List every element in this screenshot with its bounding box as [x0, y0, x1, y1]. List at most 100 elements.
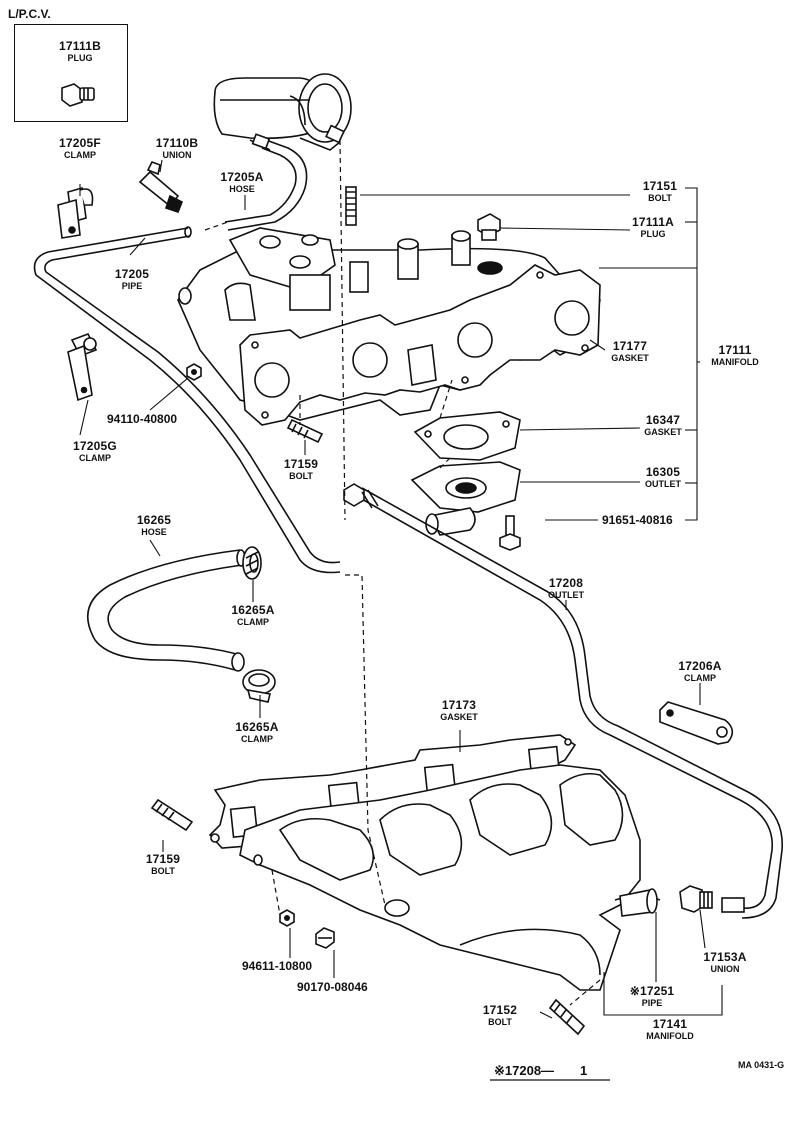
clamp-17205g-shape	[67, 332, 98, 402]
hose-16265-shape	[86, 549, 246, 672]
part-number: 17205	[114, 267, 150, 281]
part-number: 17141	[652, 1017, 688, 1031]
label-union-17110b: 17110B UNION	[142, 137, 212, 160]
part-name: PIPE	[641, 998, 663, 1008]
plug-17111b-shape	[61, 83, 95, 107]
leader-lines	[79, 159, 723, 1019]
label-bolt-17152: 17152 BOLT	[465, 1004, 535, 1027]
part-name: HOSE	[229, 184, 255, 194]
part-name: HOSE	[141, 527, 167, 537]
part-number: 17205G	[73, 439, 117, 453]
outlet-16305-shape	[410, 461, 521, 536]
nut-94110-shape	[186, 363, 202, 381]
label-union-17153a: 17153A UNION	[690, 951, 760, 974]
label-clamp-17205g: 17205G CLAMP	[55, 440, 135, 463]
label-bolt-17151: 17151 BOLT	[625, 180, 695, 203]
part-number: 16265A	[231, 603, 275, 617]
bolt-17152-shape	[548, 998, 586, 1036]
part-name: CLAMP	[237, 617, 269, 627]
part-name: PLUG	[67, 53, 93, 63]
part-number: 17206A	[678, 659, 722, 673]
clamp-16265a-upper-shape	[242, 546, 262, 580]
bolt-17151-shape	[345, 186, 357, 226]
label-bolt-17159-lower: 17159 BOLT	[128, 853, 198, 876]
part-name: BOLT	[648, 193, 672, 203]
label-nut-94611: 94611-10800	[242, 959, 313, 973]
pcv-valve-assembly	[213, 73, 352, 151]
part-name: MANIFOLD	[646, 1031, 694, 1041]
part-name: OUTLET	[645, 479, 681, 489]
part-number: 16305	[645, 465, 681, 479]
part-number: 17159	[283, 457, 319, 471]
label-pipe-17251: ※17251 PIPE	[612, 985, 692, 1008]
label-outlet-17208: 17208 OUTLET	[531, 577, 601, 600]
part-number: 17111A	[632, 215, 674, 229]
nut-90170-shape	[315, 927, 335, 949]
union-17110b-shape	[138, 160, 184, 213]
part-number: 17205F	[59, 136, 101, 150]
bolt-17159-lower-shape	[150, 798, 194, 832]
union-17153a-shape	[679, 885, 713, 913]
part-number: 17177	[612, 339, 648, 353]
part-number: 17208	[548, 576, 584, 590]
part-name: GASKET	[644, 427, 682, 437]
part-name: PLUG	[640, 229, 666, 239]
label-gasket-16347: 16347 GASKET	[628, 414, 698, 437]
part-number: 17152	[482, 1003, 518, 1017]
part-name: CLAMP	[79, 453, 111, 463]
label-clamp-17206a: 17206A CLAMP	[665, 660, 735, 683]
part-name: CLAMP	[684, 673, 716, 683]
bolt-17159-top-shape	[286, 418, 324, 444]
lpcv-inset-box	[14, 24, 128, 122]
label-outlet-16305: 16305 OUTLET	[628, 466, 698, 489]
part-name: BOLT	[151, 866, 175, 876]
drawing-code: MA 0431-G	[738, 1060, 785, 1070]
part-number: 16347	[645, 413, 681, 427]
nut-94611-shape	[279, 909, 295, 927]
part-name: MANIFOLD	[711, 357, 759, 367]
part-number: 16265A	[235, 720, 279, 734]
label-clamp-16265a-lower: 16265A CLAMP	[222, 721, 292, 744]
label-gasket-17177: 17177 GASKET	[595, 340, 665, 363]
part-name: GASKET	[440, 712, 478, 722]
hose-17205a-shape	[224, 133, 308, 231]
part-number: 17173	[441, 698, 477, 712]
label-nut-90170: 90170-08046	[297, 980, 368, 994]
outlet-pipe-17208-shape	[343, 483, 783, 919]
label-bolt-17159-top: 17159 BOLT	[266, 458, 336, 481]
pipe-17251-shape	[619, 888, 658, 917]
bolt-91651-shape	[499, 515, 521, 551]
gasket-16347-shape	[413, 411, 521, 461]
part-name: BOLT	[488, 1017, 512, 1027]
label-pipe-17205: 17205 PIPE	[97, 268, 167, 291]
section-title: L/P.C.V.	[8, 7, 51, 21]
part-number: ※17251	[629, 984, 675, 998]
clamp-16265a-lower-shape	[242, 669, 276, 703]
part-name: CLAMP	[241, 734, 273, 744]
intake-manifold-17141-shape	[239, 764, 661, 991]
part-name: CLAMP	[64, 150, 96, 160]
label-clamp-17205f: 17205F CLAMP	[45, 137, 115, 160]
label-hose-17205a: 17205A HOSE	[207, 171, 277, 194]
label-gasket-17173: 17173 GASKET	[424, 699, 494, 722]
label-hose-16265: 16265 HOSE	[114, 514, 194, 537]
label-plug-17111b: 17111B PLUG	[45, 40, 115, 63]
pipe-17205-shape	[33, 226, 341, 574]
part-number: 17205A	[220, 170, 264, 184]
part-number: 17110B	[155, 136, 199, 150]
part-name: GASKET	[611, 353, 649, 363]
part-name: BOLT	[289, 471, 313, 481]
label-plug-17111a: 17111A PLUG	[618, 216, 688, 239]
label-manifold-17141: 17141 MANIFOLD	[630, 1018, 710, 1041]
part-name: UNION	[710, 964, 740, 974]
label-nut-94110: 94110-40800	[107, 412, 178, 426]
clamp-17206a-shape	[659, 701, 734, 745]
part-number: 16265	[136, 513, 172, 527]
plug-17111a-shape	[477, 213, 501, 241]
footnote: ※17208— 1	[494, 1063, 588, 1078]
part-number: 17159	[145, 852, 181, 866]
part-number: 17111	[718, 343, 752, 357]
label-manifold-17111: 17111 MANIFOLD	[695, 344, 775, 367]
clamp-17205f-shape	[57, 186, 94, 239]
